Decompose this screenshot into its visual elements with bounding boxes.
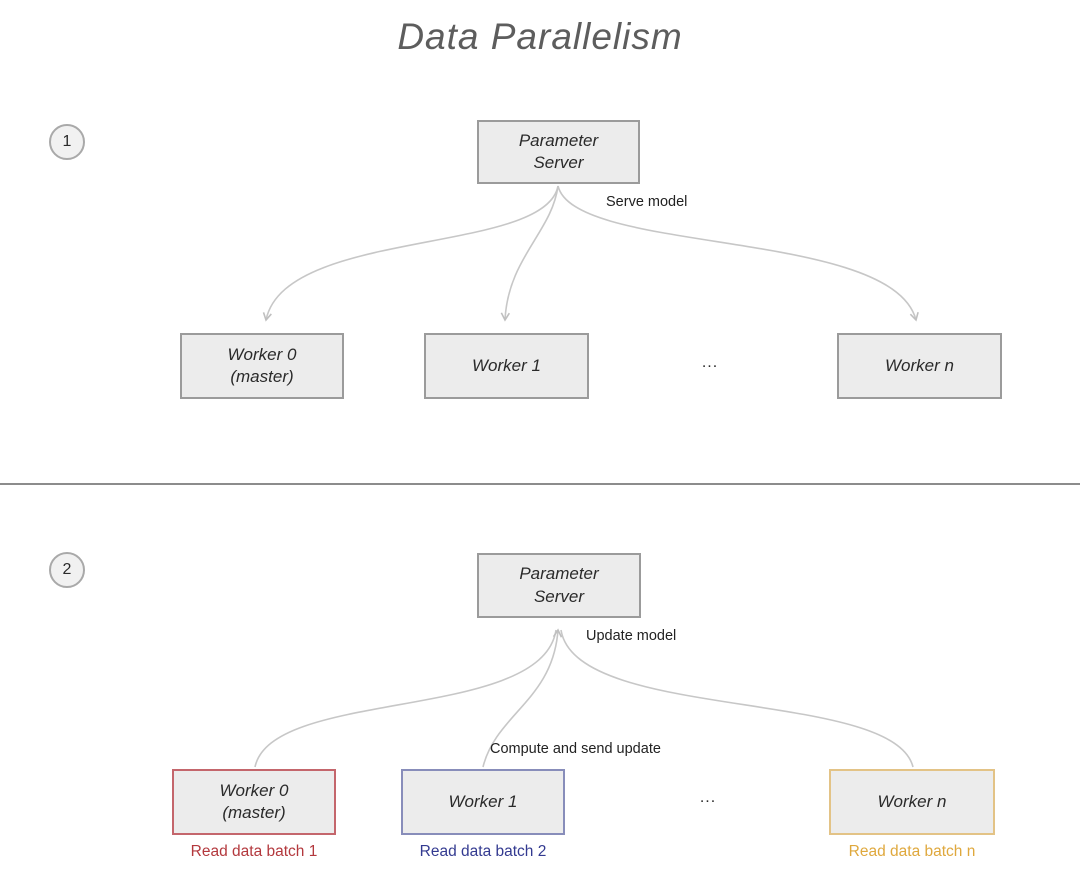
- worker-label-line1: Worker 0: [227, 344, 297, 364]
- parameter-server-box-2: Parameter Server: [477, 553, 641, 618]
- workers-ellipsis-2: ...: [699, 789, 717, 806]
- worker-1-box-2: Worker 1: [401, 769, 565, 835]
- step-2-badge: 2: [49, 552, 85, 588]
- step-2-number: 2: [62, 561, 72, 578]
- worker-0-box-1: Worker 0 (master): [180, 333, 344, 399]
- section-divider: [0, 483, 1080, 485]
- server-label-line1: Parameter: [518, 130, 599, 150]
- worker-n-box-2: Worker n: [829, 769, 995, 835]
- diagram-title: Data Parallelism: [397, 16, 683, 57]
- worker-label-line1: Worker n: [877, 791, 947, 811]
- server-label-line1: Parameter: [519, 564, 599, 584]
- worker-label-line1: Worker 1: [448, 791, 518, 811]
- update-model-label: Update model: [586, 628, 677, 644]
- worker-label-line1: Worker 0: [219, 780, 289, 800]
- compute-send-update-label: Compute and send update: [490, 741, 661, 757]
- step-1-badge: 1: [49, 124, 85, 160]
- worker-label-line1: Worker 1: [472, 355, 541, 375]
- serve-arrow-left: [262, 185, 559, 322]
- serve-model-label: Serve model: [606, 194, 688, 210]
- worker-1-box-1: Worker 1: [424, 333, 589, 399]
- worker-label-line2: (master): [222, 803, 286, 822]
- server-label-line2: Server: [533, 153, 584, 172]
- workers-ellipsis-1: ...: [701, 354, 719, 371]
- step-1-number: 1: [62, 133, 72, 150]
- worker-label-line2: (master): [230, 367, 294, 386]
- worker-0-box-2: Worker 0 (master): [172, 769, 336, 835]
- parameter-server-box-1: Parameter Server: [477, 120, 640, 184]
- worker-n-box-1: Worker n: [837, 333, 1002, 399]
- read-batch-2-caption: Read data batch 2: [419, 843, 547, 860]
- server-label-line2: Server: [533, 586, 585, 606]
- read-batch-1-caption: Read data batch 1: [190, 843, 318, 860]
- read-batch-n-caption: Read data batch n: [848, 843, 976, 860]
- worker-label-line1: Worker n: [885, 355, 954, 375]
- serve-arrow-middle: [500, 185, 559, 322]
